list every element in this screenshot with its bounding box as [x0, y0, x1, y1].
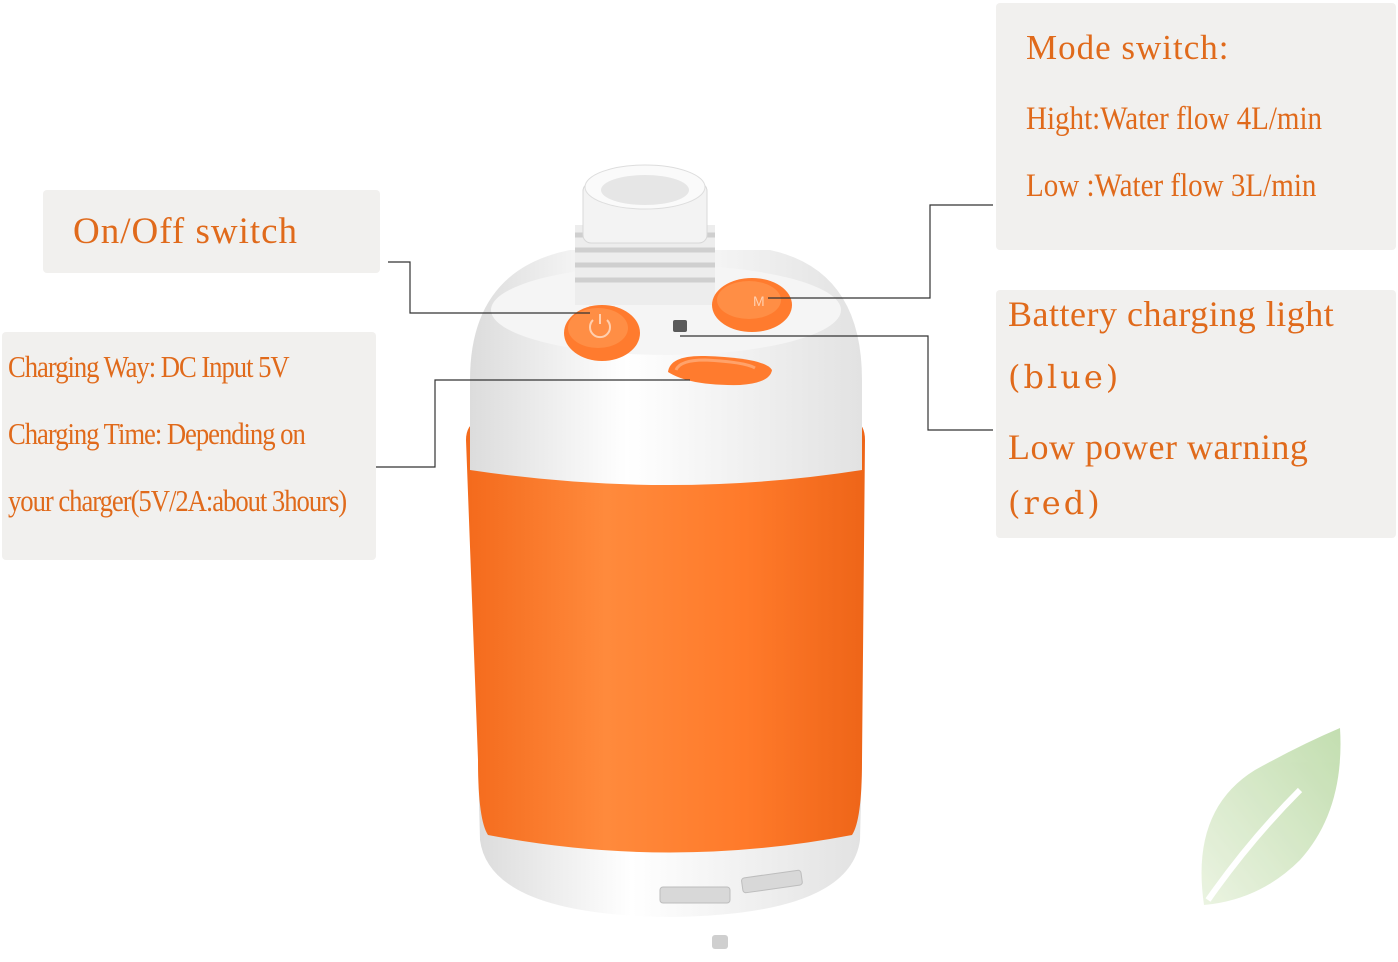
low-power-red-text: (red) [1008, 484, 1103, 522]
mode-high-text: Hight:Water flow 4L/min [1026, 101, 1323, 137]
hose-connector [575, 164, 715, 305]
leaf-watermark-icon [1201, 728, 1341, 905]
mode-switch-callout: Mode switch: Hight:Water flow 4L/min Low… [996, 3, 1396, 250]
battery-blue-text: (blue) [1008, 358, 1122, 396]
device-body [466, 420, 865, 853]
charging-callout: Charging Way: DC Input 5V Charging Time:… [2, 332, 376, 560]
mode-button[interactable]: M [712, 278, 792, 332]
on-off-callout: On/Off switch [43, 190, 380, 273]
mode-icon: M [753, 293, 765, 309]
battery-charging-text: Battery charging light [1008, 294, 1335, 334]
charging-way-text: Charging Way: DC Input 5V [8, 349, 290, 384]
charge-port-cover [668, 355, 772, 386]
power-icon [589, 314, 611, 339]
leader-onoff [388, 261, 590, 314]
leader-mode [768, 204, 993, 299]
power-button[interactable] [564, 305, 640, 361]
on-off-label: On/Off switch [73, 211, 299, 252]
indicator-light [673, 320, 687, 332]
device-foot [712, 935, 728, 949]
mode-switch-title: Mode switch: [1026, 28, 1230, 67]
battery-light-callout: Battery charging light (blue) Low power … [996, 290, 1396, 538]
leader-lines [370, 204, 993, 468]
leader-charging [370, 379, 690, 468]
charging-time-detail-text: your charger(5V/2A:about 3hours) [8, 483, 347, 518]
low-power-text: Low power warning [1008, 427, 1309, 467]
leader-battery [680, 335, 993, 431]
mode-low-text: Low :Water flow 3L/min [1026, 168, 1317, 204]
charging-time-text: Charging Time: Depending on [8, 416, 306, 451]
vent-slot-left [659, 886, 731, 904]
vent-slot-right [741, 869, 803, 894]
